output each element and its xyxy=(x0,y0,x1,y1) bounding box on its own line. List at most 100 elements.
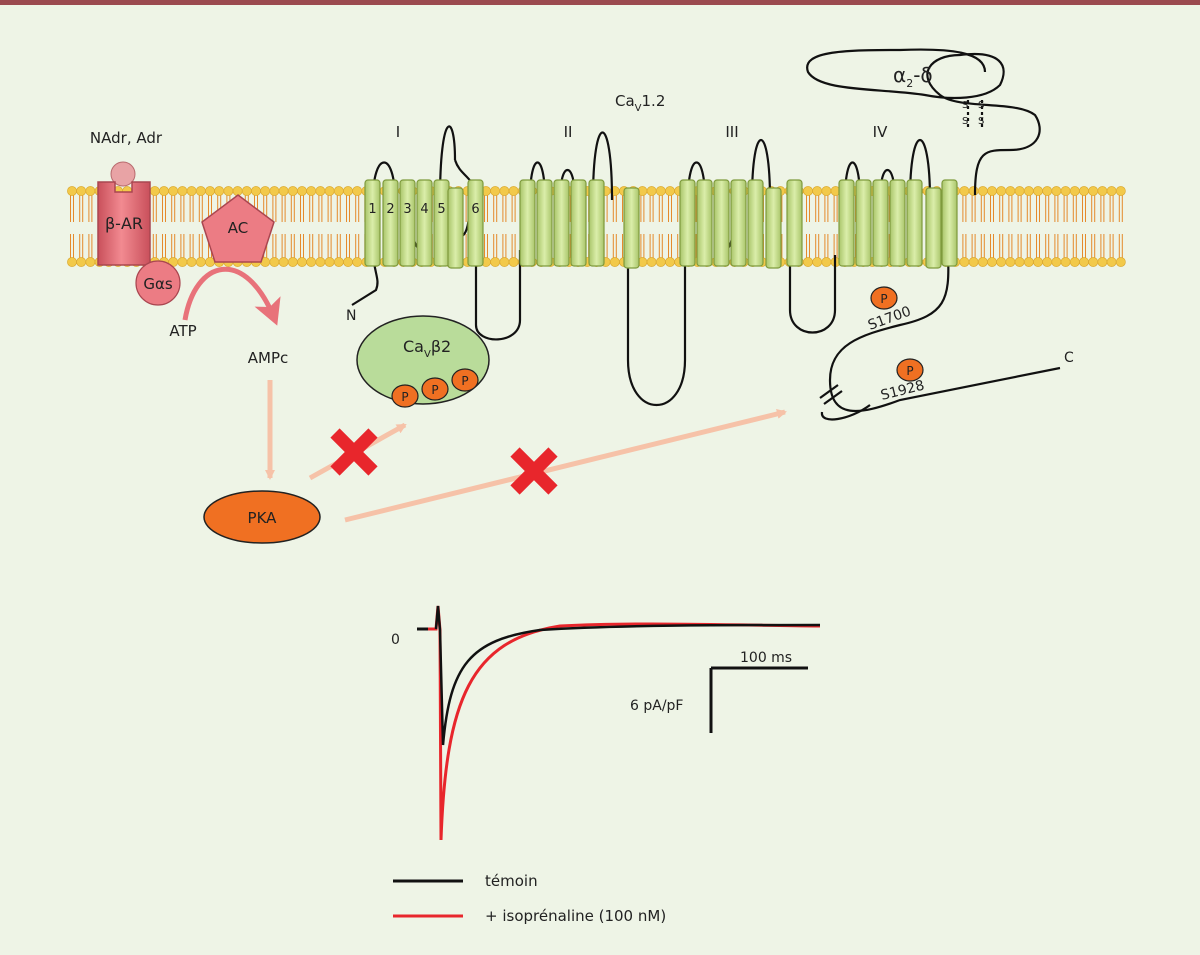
segment-number-label: 6 xyxy=(471,202,479,217)
lipid-head xyxy=(821,186,832,196)
lipid-tail xyxy=(171,234,176,258)
lipid-tail xyxy=(152,234,157,258)
lipid-tail xyxy=(70,195,74,222)
phospho-label: P xyxy=(431,383,438,397)
lipid-head xyxy=(1051,186,1062,196)
lipid-head xyxy=(278,257,289,267)
beta-adrenergic-receptor xyxy=(97,181,151,266)
lipid-tail xyxy=(355,195,360,222)
lipid-tail xyxy=(990,195,994,222)
lipid-head xyxy=(1005,257,1016,267)
lipid-head xyxy=(1023,257,1034,267)
helix-segment xyxy=(713,179,730,267)
pka-enzyme xyxy=(203,490,321,544)
lipid-tail xyxy=(1082,234,1086,258)
lipid-head xyxy=(490,186,501,196)
segment-number-label: 3 xyxy=(403,202,411,217)
linker-i-ii xyxy=(474,250,522,341)
lipid-head xyxy=(297,186,307,196)
lipid-tail xyxy=(971,195,976,222)
helix-segment xyxy=(467,179,484,267)
lipid-tail xyxy=(824,234,829,258)
lipid-head xyxy=(977,186,988,196)
lipid-head xyxy=(609,257,620,267)
lipid-head xyxy=(315,186,326,196)
lipid-tail xyxy=(162,234,166,258)
n-terminus-label: N xyxy=(346,308,356,324)
lipid-tail xyxy=(79,195,84,222)
lipid-head xyxy=(1014,186,1025,196)
lipid-head xyxy=(195,257,206,267)
lipid-head xyxy=(1033,186,1043,196)
lipid-head xyxy=(987,257,997,267)
lipid-head xyxy=(168,186,179,196)
lipid-tail xyxy=(806,234,810,258)
lipid-head xyxy=(1115,186,1126,196)
c-terminus-lower xyxy=(820,404,871,421)
lipid-head xyxy=(655,186,666,196)
lipid-head xyxy=(646,186,657,196)
lipid-head xyxy=(85,186,96,196)
helix-segment xyxy=(433,179,450,267)
lipid-tail xyxy=(833,195,838,222)
helix-segment xyxy=(382,179,399,267)
lipid-tail xyxy=(1091,234,1096,258)
lipid-tail xyxy=(668,195,672,222)
lipid-tail xyxy=(290,195,295,222)
lipid-head xyxy=(186,257,197,267)
pka-label: PKA xyxy=(248,509,278,527)
phospho-label: P xyxy=(461,374,468,388)
lipid-tail xyxy=(962,234,967,258)
atp-label: ATP xyxy=(169,322,196,340)
lipid-tail xyxy=(493,195,498,222)
lipid-head xyxy=(977,257,988,267)
lipid-head xyxy=(324,186,335,196)
lipid-head xyxy=(1097,257,1108,267)
lipid-tail xyxy=(346,195,350,222)
lipid-head xyxy=(352,257,363,267)
lipid-head xyxy=(205,186,215,196)
disulfide-label: S xyxy=(978,116,984,127)
lipid-tail xyxy=(1008,234,1013,258)
lipid-head xyxy=(1023,186,1034,196)
lipid-tail xyxy=(309,195,314,222)
lipid-tail xyxy=(1091,195,1096,222)
lipid-tail xyxy=(1082,195,1086,222)
lipid-head xyxy=(306,186,317,196)
lipid-head xyxy=(821,257,832,267)
lipid-tail xyxy=(152,195,157,222)
helix-segment xyxy=(399,179,416,267)
lipid-head xyxy=(352,186,363,196)
helix-segment xyxy=(570,179,587,267)
lipid-head xyxy=(968,186,979,196)
domain-label: III xyxy=(725,123,738,141)
domain-label: II xyxy=(564,123,573,141)
adenylyl-cyclase-icon xyxy=(201,194,275,263)
lipid-head xyxy=(1088,186,1099,196)
lipid-head xyxy=(223,186,234,196)
lipid-tail xyxy=(815,195,820,222)
helix-segment xyxy=(679,179,696,267)
lipid-head xyxy=(508,186,519,196)
lipid-head xyxy=(251,186,261,196)
helix-segment xyxy=(747,179,764,267)
legend-label-isoprenaline: + isoprénaline (100 nM) xyxy=(485,907,666,925)
lipid-tail xyxy=(346,234,350,258)
lipid-head xyxy=(333,186,344,196)
phospho-label: P xyxy=(906,364,913,378)
helix-segment xyxy=(536,179,553,267)
lipid-head xyxy=(177,186,188,196)
helix-segment xyxy=(519,179,536,267)
blocked-icon-beta2 xyxy=(330,428,378,476)
pore-helix-segment xyxy=(623,187,640,269)
helix-segment xyxy=(941,179,958,267)
lipid-head xyxy=(490,257,501,267)
lipid-head xyxy=(67,186,77,196)
lipid-head xyxy=(1005,186,1016,196)
zero-label: 0 xyxy=(391,632,400,648)
lipid-tail xyxy=(612,195,617,222)
lipid-tail xyxy=(612,234,617,258)
lipid-tail xyxy=(980,234,985,258)
domain-label: I xyxy=(396,123,400,141)
